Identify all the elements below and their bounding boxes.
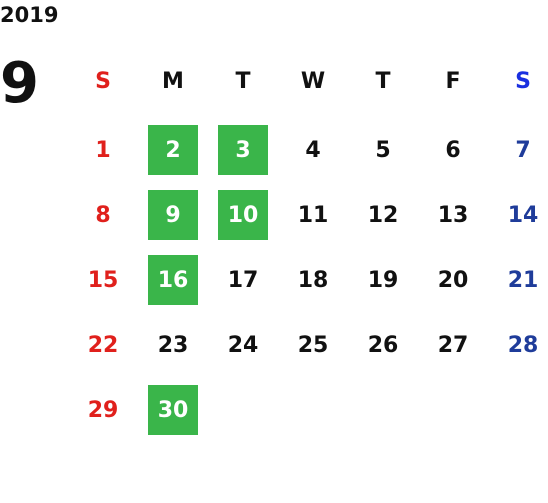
day-cell[interactable]: 9	[148, 190, 198, 240]
day-cell[interactable]: 12	[367, 202, 399, 228]
day-cell[interactable]: 13	[437, 202, 469, 228]
day-cell[interactable]: 15	[87, 267, 119, 293]
day-cell[interactable]: 3	[218, 125, 268, 175]
weekday-header: W	[300, 68, 326, 94]
day-cell[interactable]: 19	[367, 267, 399, 293]
day-cell[interactable]: 7	[515, 137, 531, 163]
day-cell[interactable]: 18	[297, 267, 329, 293]
day-cell[interactable]: 14	[507, 202, 539, 228]
day-cell[interactable]: 16	[148, 255, 198, 305]
day-cell[interactable]: 27	[437, 332, 469, 358]
day-cell[interactable]: 25	[297, 332, 329, 358]
year-label: 2019	[0, 3, 59, 27]
day-cell[interactable]: 11	[297, 202, 329, 228]
day-cell[interactable]: 2	[148, 125, 198, 175]
weekday-header: S	[95, 68, 111, 94]
day-cell[interactable]: 20	[437, 267, 469, 293]
day-cell[interactable]: 29	[87, 397, 119, 423]
day-cell[interactable]: 17	[227, 267, 259, 293]
day-cell[interactable]: 10	[218, 190, 268, 240]
weekday-header: T	[375, 68, 391, 94]
weekday-header: S	[515, 68, 531, 94]
day-cell[interactable]: 22	[87, 332, 119, 358]
day-cell[interactable]: 30	[148, 385, 198, 435]
month-label: 9	[0, 51, 39, 116]
day-cell[interactable]: 4	[305, 137, 321, 163]
day-cell[interactable]: 21	[507, 267, 539, 293]
day-cell[interactable]: 28	[507, 332, 539, 358]
day-cell[interactable]: 26	[367, 332, 399, 358]
weekday-header: T	[235, 68, 251, 94]
day-cell[interactable]: 24	[227, 332, 259, 358]
weekday-header: F	[445, 68, 461, 94]
day-cell[interactable]: 1	[95, 137, 111, 163]
day-cell[interactable]: 6	[445, 137, 461, 163]
day-cell[interactable]: 5	[375, 137, 391, 163]
weekday-header: M	[162, 68, 184, 94]
day-cell[interactable]: 23	[157, 332, 189, 358]
day-cell[interactable]: 8	[95, 202, 111, 228]
